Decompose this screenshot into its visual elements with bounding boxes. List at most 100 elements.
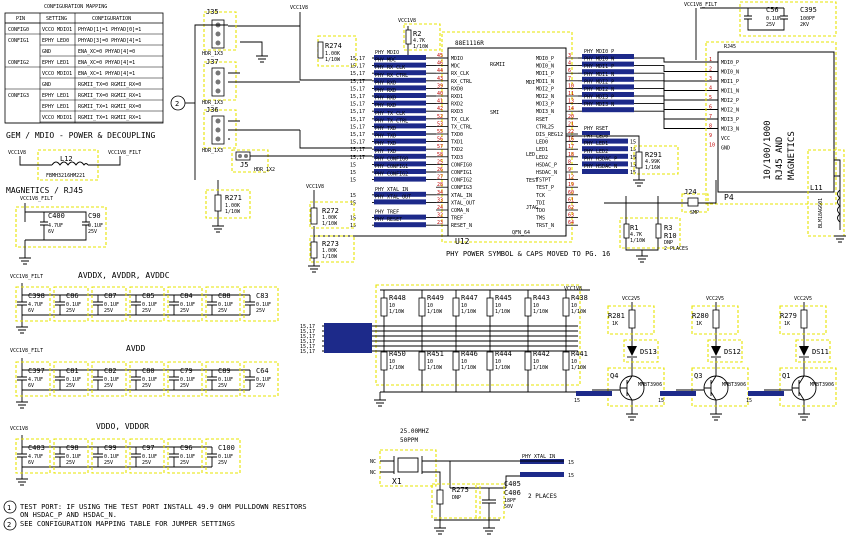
r271-val: 1.00K (225, 203, 240, 209)
config-row-pin: CONFIG3 (8, 93, 29, 99)
crystal-ref: X1 (392, 477, 402, 486)
cap-voltage: 25V (142, 308, 151, 314)
r273-ref: R273 (322, 240, 339, 248)
led-transistor-frame (779, 367, 837, 407)
cap-ref: C85 (142, 292, 155, 300)
cap-voltage: 25V (104, 383, 113, 389)
cap-voltage: 25V (66, 308, 75, 314)
p4-pin-number: 4 (709, 86, 712, 92)
ic-pin-number: 32 (437, 213, 443, 219)
ic-pin-label: LED0 (536, 140, 548, 146)
crystal-nc1: NC (370, 459, 376, 465)
led-resistor-frame (607, 305, 655, 335)
cap-row-ground (16, 326, 28, 334)
p4-pin-number: 8 (709, 124, 712, 130)
cap-voltage: 25V (142, 383, 151, 389)
cap-voltage: 6V (28, 308, 34, 314)
ic-pin-label: LED2 (536, 155, 548, 161)
ic-pin-label: TXD3 (451, 155, 463, 161)
ic-pin-label: RXD0 (451, 86, 463, 92)
ic-group-rgmii: RGMII (490, 62, 505, 68)
crystal-sheet-ref: 15 (568, 473, 574, 479)
bank-pulldown-tol: 1/10W (571, 365, 587, 371)
section-title-magnetics: MAGNETICS / RJ45 (6, 186, 83, 195)
ic-pin-label: TDI (536, 200, 545, 206)
led-net-bar (576, 391, 612, 396)
led-diode-ref: DS13 (640, 348, 657, 356)
left-net-label: PHY RXD (375, 96, 396, 102)
cap-symbol (17, 370, 27, 390)
ic-pin-number: 18 (568, 152, 574, 158)
led-power: VCC2V5 (706, 296, 724, 302)
cap-value: 0.1UF (104, 377, 119, 383)
p4-pin-label: MDI3_N (721, 127, 739, 133)
bank-pulldown-ref: R450 (389, 350, 406, 358)
p4-label-2: RJ45 AND (775, 137, 785, 180)
left-net-label: PHY CONFIG1 (375, 164, 408, 170)
cap-symbol (207, 295, 217, 315)
mdi-net-label: PHY MDI3 N (584, 102, 614, 108)
section-title-avdd: AVDD (126, 344, 145, 353)
left-net-bar (374, 199, 426, 205)
cap-ref: C64 (256, 367, 269, 375)
resistors-r1-r3-r10: R1 4.7K 1/10W R3 R10 DNP 2 PLACES (619, 196, 688, 263)
mdi-net-bar (582, 92, 634, 97)
bank-pulldown-tol: 1/10W (461, 365, 477, 371)
resistor-r2: VCC1V8 R2 4.7K 1/10W (398, 18, 450, 59)
bank-pulldown-ref: R446 (461, 350, 478, 358)
c406-volt: 50V (504, 504, 513, 510)
bank-pulldown-ref: R442 (533, 350, 550, 358)
cap-symbol (207, 447, 217, 467)
led-net-bar (582, 161, 628, 167)
cap-symbol (169, 447, 179, 467)
bank-pulldown-value: 10 (427, 359, 433, 365)
ic-ref: U12 (455, 237, 470, 246)
r1-tol: 1/10W (630, 238, 646, 244)
ic-part: 88E1116R (455, 40, 484, 47)
crystal-x1: 25.00MHZ 50PPM X1 NC NC R275 DNP C405 C4… (370, 428, 557, 535)
ic-pin-label: MDI0_N (536, 64, 554, 70)
left-net-label: PHY MDIO (375, 50, 399, 56)
left-net-bar (374, 176, 426, 182)
bank-pulldown-value: 10 (495, 359, 501, 365)
config-row-config: PHYAD[1]=1 PHYAD[0]=1 (78, 27, 141, 33)
cap-frame (205, 286, 241, 322)
left-net-bar (374, 138, 426, 144)
ic-pin-label: CONFIG3 (451, 185, 472, 191)
jumper-to-ic-wires (268, 60, 372, 157)
led-sheet-ref: 15 (658, 398, 664, 404)
cap-frame (129, 286, 165, 322)
crystal-nc2: NC (370, 470, 376, 476)
left-net-bar (374, 62, 426, 68)
cap-value: 0.1UF (256, 302, 271, 308)
led-resistor-value: 1K (784, 321, 790, 327)
cap-ref: C82 (104, 367, 117, 375)
j24-type: SMP (690, 210, 699, 216)
left-net-label: PHY TX CLK (375, 111, 405, 117)
row1-power: VCC1V8_FILT (10, 274, 43, 280)
cap-frame (167, 286, 203, 322)
r272-power: VCC1V8 (306, 184, 324, 190)
left-net-bar (374, 153, 426, 159)
left-net-sheet-ref: 15 (350, 223, 356, 229)
config-row-config: PHYAD[3]=0 PHYAD[4]=1 (78, 38, 141, 44)
config-header-configuration: CONFIGURATION (92, 16, 131, 22)
led-sheet-ref: 15 (630, 140, 636, 146)
ic-group-smi: SMI (490, 110, 499, 116)
cap-voltage: 25V (256, 308, 265, 314)
ic-pin-number: 46 (437, 61, 443, 67)
l12-part: FBMH3216HM221 (46, 173, 85, 179)
c395-ref: C395 (800, 6, 817, 14)
crystal-net-label: PHY XTAL IN (522, 454, 555, 460)
p4-pin-label: MDI1_N (721, 89, 739, 95)
ic-pin-label: MDI2_P (536, 86, 554, 92)
resistor-r271: R271 1.00K 1/10W (205, 180, 251, 233)
left-net-label: PHY MDC (375, 58, 396, 64)
left-net-bar (374, 169, 426, 174)
left-net-sheet-ref: 15,17 (350, 147, 365, 153)
config-row-config: RGMII_TX=0 RGMII_RX=1 (78, 93, 141, 99)
led-transistor-frame (607, 367, 665, 407)
note-marker-2: 2 (175, 100, 179, 108)
r10-val: DNP (664, 240, 673, 246)
